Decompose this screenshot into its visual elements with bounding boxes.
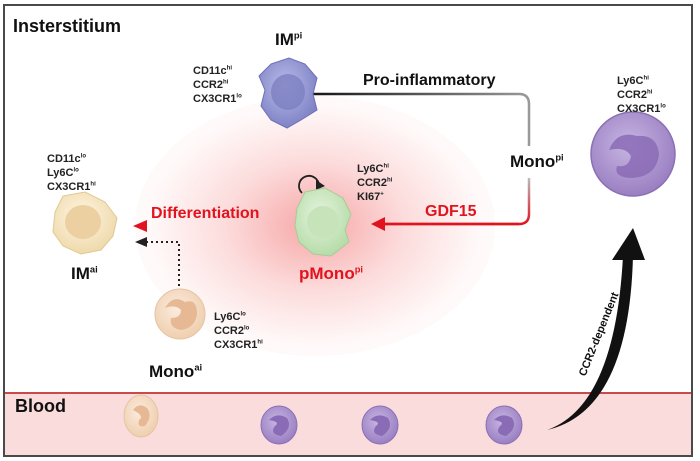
cell-label-im-ai: IMai [71, 264, 98, 283]
region-label-interstitium: Insterstitium [13, 16, 122, 36]
cell-label-pmono-pi: pMonopi [299, 264, 364, 283]
cell-label-mono-pi: Monopi [510, 152, 564, 171]
markers-mono-pi: Ly6Chi CCR2hi CX3CR1lo [617, 75, 666, 115]
cell-label-mono-ai: Monoai [149, 362, 203, 381]
markers-mono-ai: Ly6Clo CCR2lo CX3CR1hi [214, 311, 263, 351]
blood-cell-mono-pi-2 [361, 405, 399, 445]
gdf15-arrow [371, 178, 531, 231]
arrow-label-pro-inflammatory: Pro-inflammatory [363, 72, 496, 89]
region-label-blood: Blood [15, 396, 66, 416]
diagram-art [52, 57, 676, 445]
cell-im-pi [258, 57, 318, 129]
cell-pmono-pi [294, 187, 352, 257]
self-renewal-icon [298, 174, 325, 194]
cell-im-ai [52, 191, 118, 255]
blood-cell-mono-ai [123, 394, 159, 438]
cell-mono-pi [590, 111, 676, 197]
blood-region [5, 392, 691, 455]
diagram-frame: Insterstitium Blood IMpi CD11chi CCR2hi … [3, 4, 693, 457]
arrow-label-gdf15: GDF15 [425, 203, 477, 220]
cell-label-im-pi: IMpi [275, 30, 303, 49]
pro-inflammatory-arrow [295, 88, 531, 146]
markers-pmono-pi: Ly6Chi CCR2hi KI67+ [357, 163, 393, 203]
ccr2-dependent-arrow [547, 228, 645, 430]
markers-im-ai: CD11clo Ly6Clo CX3CR1hi [47, 153, 96, 193]
dotted-arrow [135, 237, 180, 296]
markers-im-pi: CD11chi CCR2hi CX3CR1lo [193, 65, 242, 105]
differentiation-arrow [133, 220, 283, 232]
blood-cell-mono-pi-1 [260, 405, 298, 445]
blood-cell-mono-pi-3 [485, 405, 523, 445]
cell-mono-ai [154, 288, 206, 340]
arrow-label-differentiation: Differentiation [151, 205, 260, 222]
